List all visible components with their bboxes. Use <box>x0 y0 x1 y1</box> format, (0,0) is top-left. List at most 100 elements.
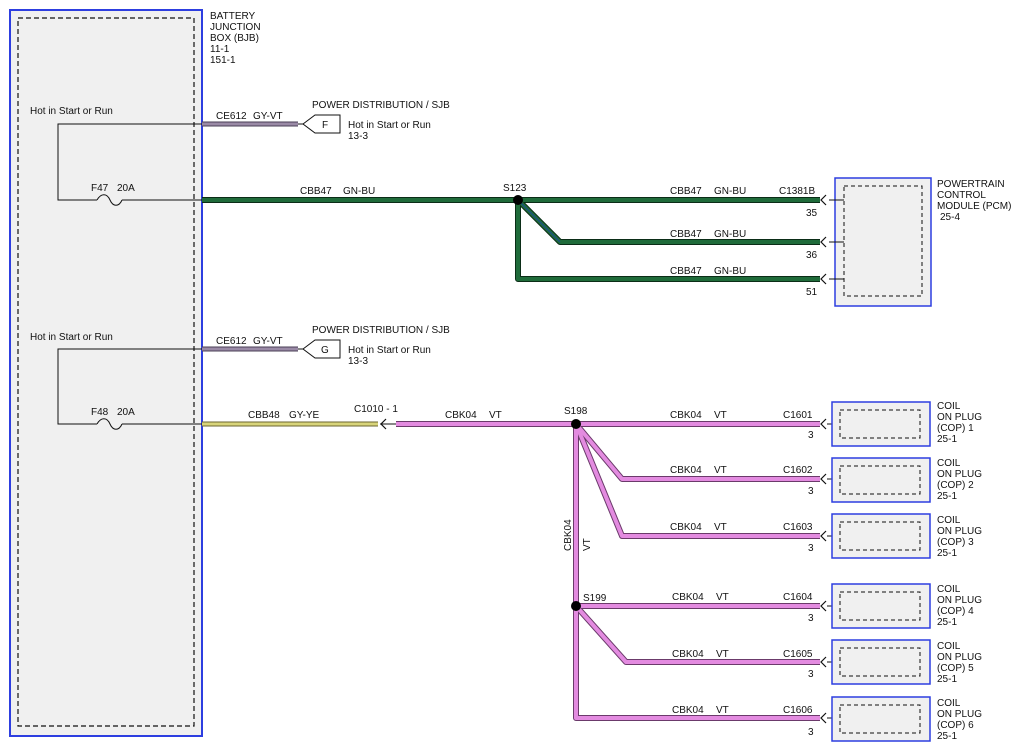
coil-4-title-line: COIL <box>937 584 961 595</box>
coil-3-inner <box>839 521 921 551</box>
splice-s198-dot <box>571 419 581 429</box>
splice-s198-label: S198 <box>564 406 588 417</box>
wire-color-cbk04-main: VT <box>489 410 502 421</box>
wire-color-c1601: VT <box>714 410 727 421</box>
splice-s123-label: S123 <box>503 183 527 194</box>
coil-5-title-line: COIL <box>937 641 961 652</box>
coil-6-outer <box>831 696 931 742</box>
wire-label-ce612-1: CE612 <box>216 111 247 122</box>
power-dist-title-1: POWER DISTRIBUTION / SJB <box>312 100 450 111</box>
pin-51: 51 <box>806 287 818 298</box>
pin-arrow-icon <box>820 473 827 485</box>
coil-4-title-line: 25-1 <box>937 617 957 628</box>
wire-label-cbk04-vertical: CBK04 <box>563 519 574 551</box>
coil-3 <box>820 513 931 559</box>
pcm-inner-dashed <box>843 185 923 297</box>
coil-1-outer <box>831 401 931 447</box>
wire-cbb47-51 <box>516 200 820 281</box>
hot-label-1: Hot in Start or Run <box>30 106 113 117</box>
connector-c1606: C1606 <box>783 705 813 716</box>
wire-color-ce612-1: GY-VT <box>253 111 283 122</box>
pcm-outer-border <box>834 177 932 307</box>
wire-color-cbb48: GY-YE <box>289 410 320 421</box>
connector-pin-f: F <box>322 120 328 131</box>
wire-edge <box>515 197 820 245</box>
coil-2-title-line: 25-1 <box>937 491 957 502</box>
pin-c1606: 3 <box>808 727 814 738</box>
connector-c1605: C1605 <box>783 649 813 660</box>
coil-4-title-line: (COP) 4 <box>937 606 974 617</box>
power-dist-2 <box>202 339 341 359</box>
wire-cbk04-c1602 <box>574 422 820 481</box>
coil-wiring <box>396 421 820 721</box>
wire-stripe <box>517 199 561 243</box>
wire-color-ce612-2: GY-VT <box>253 336 283 347</box>
splice-s199-label: S199 <box>583 593 607 604</box>
wire-label-cbk04-main: CBK04 <box>445 410 477 421</box>
coil-6-title-line: 25-1 <box>937 731 957 742</box>
power-dist-ref-1: 13-3 <box>348 131 368 142</box>
wire-label-cbb47-main: CBB47 <box>300 186 332 197</box>
wire-color-c1603: VT <box>714 522 727 533</box>
coil-4 <box>820 583 931 629</box>
pcm-title-line: CONTROL <box>937 190 986 201</box>
power-dist-title-2: POWER DISTRIBUTION / SJB <box>312 325 450 336</box>
fuse-f48-id: F48 <box>91 407 109 418</box>
wire-cbk04-vertical <box>574 424 820 720</box>
wire-color-cbb47-36: GN-BU <box>714 229 746 240</box>
wire-color-c1604: VT <box>716 592 729 603</box>
wire-color-c1606: VT <box>716 705 729 716</box>
wire-label-cbb47-35: CBB47 <box>670 186 702 197</box>
coil-4-inner <box>839 591 921 621</box>
coil-2-title-line: COIL <box>937 458 961 469</box>
wire-color-c1605: VT <box>716 649 729 660</box>
wire-label-cbb47-51: CBB47 <box>670 266 702 277</box>
coil-feed <box>202 418 396 430</box>
wire-color-cbb47-main: GN-BU <box>343 186 375 197</box>
coil-5-title-line: ON PLUG <box>937 652 982 663</box>
wire-cbk04-c1603 <box>574 423 820 538</box>
bjb-title-line: BATTERY <box>210 11 256 22</box>
bjb-circuit-1 <box>57 123 202 206</box>
connector-g-body <box>302 339 341 359</box>
wire-color-cbk04-vertical: VT <box>582 538 593 551</box>
wire-label-ce612-2: CE612 <box>216 336 247 347</box>
coil-5 <box>820 639 931 685</box>
connector-c1381b: C1381B <box>779 186 815 197</box>
power-dist-note-1: Hot in Start or Run <box>348 120 431 131</box>
bjb-circuit-2 <box>57 348 202 430</box>
coil-3-outer <box>831 513 931 559</box>
hot-label-2: Hot in Start or Run <box>30 332 113 343</box>
bjb-outer-border <box>9 9 203 737</box>
pin-36: 36 <box>806 250 818 261</box>
coil-6-inner <box>839 704 921 734</box>
coil-1-title-line: COIL <box>937 401 961 412</box>
bjb-hot-line-2 <box>57 348 202 425</box>
pin-c1601: 3 <box>808 430 814 441</box>
coil-6-title-line: (COP) 6 <box>937 720 974 731</box>
coil-5-title-line: (COP) 5 <box>937 663 974 674</box>
pin-c1603: 3 <box>808 543 814 554</box>
fuse-f47-symbol <box>96 194 123 206</box>
coil-4-title-line: ON PLUG <box>937 595 982 606</box>
connector-c1602: C1602 <box>783 465 813 476</box>
fuse-f47-rating: 20A <box>117 183 135 194</box>
power-dist-1 <box>202 114 341 134</box>
wire-label-c1601: CBK04 <box>670 410 702 421</box>
wire-color-c1602: VT <box>714 465 727 476</box>
wire-label-c1606: CBK04 <box>672 705 704 716</box>
pin-arrow-icon <box>820 194 827 206</box>
pin-c1604: 3 <box>808 613 814 624</box>
connector-c1604: C1604 <box>783 592 813 603</box>
fuse-f48-rating: 20A <box>117 407 135 418</box>
bjb-title-line: 11-1 <box>210 44 230 55</box>
bjb-title-line: JUNCTION <box>210 22 261 33</box>
bjb-title-line: BOX (BJB) <box>210 33 259 44</box>
pcm-module <box>829 177 932 307</box>
pcm-wiring <box>202 197 820 282</box>
coil-2-inner <box>839 465 921 495</box>
coil-4-outer <box>831 583 931 629</box>
coil-2-outer <box>831 457 931 503</box>
bjb-inner-dashed <box>17 17 195 727</box>
